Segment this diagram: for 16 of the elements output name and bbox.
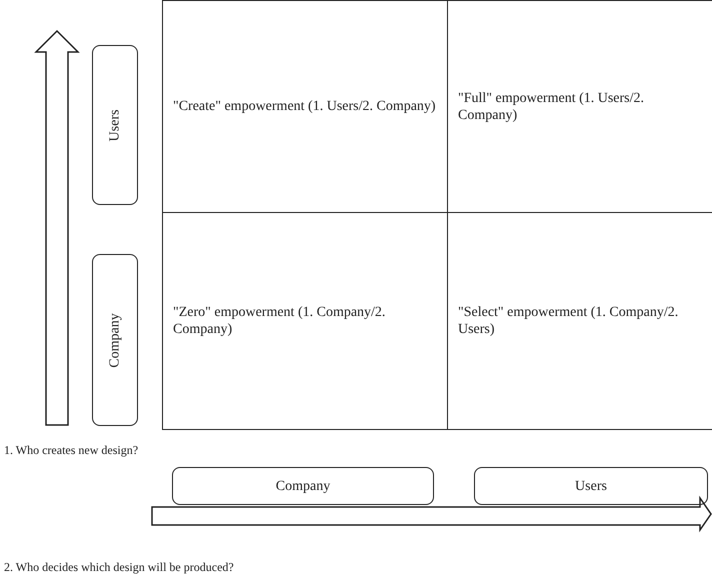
cell-text: "Full" empowerment (1. Users/2. Company) bbox=[458, 90, 646, 124]
rounded-label-box bbox=[474, 467, 708, 505]
cell-text: "Select" empowerment (1. Company/2. Users) bbox=[458, 304, 680, 338]
cell-text: Company bbox=[106, 312, 124, 368]
cell-text: Users bbox=[106, 109, 124, 141]
axis-question: 1. Who creates new design? bbox=[4, 443, 138, 458]
rounded-label-box bbox=[92, 254, 138, 426]
axis-question: 2. Who decides which design will be produced? bbox=[4, 560, 234, 575]
quadrant-cell bbox=[162, 0, 448, 213]
rounded-label-box bbox=[92, 45, 138, 205]
cell-text: Users bbox=[575, 478, 607, 494]
cell-text: Company bbox=[276, 478, 330, 494]
cell-text: "Create" empowerment (1. Users/2. Company) bbox=[173, 98, 437, 115]
cell-text: "Zero" empowerment (1. Company/2. Company) bbox=[173, 304, 386, 338]
rounded-label-box bbox=[172, 467, 434, 505]
quadrant-cell bbox=[162, 212, 448, 430]
